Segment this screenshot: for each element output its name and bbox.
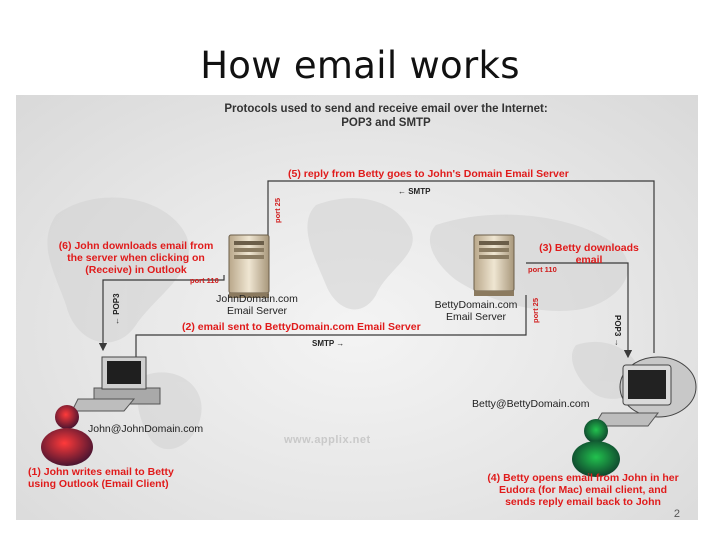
step3-line1: (3) Betty downloads xyxy=(539,242,639,254)
betty-server-name: BettyDomain.com xyxy=(434,299,518,311)
step2-label: (2) email sent to BettyDomain.com Email … xyxy=(182,321,421,333)
port110-left-label: port 110 xyxy=(190,276,219,285)
smtp-top-label: ← SMTP xyxy=(398,187,431,196)
john-person-icon xyxy=(41,405,93,466)
diagram-graphics xyxy=(41,180,697,477)
step3-line2: email xyxy=(575,254,603,266)
betty-server-icon xyxy=(473,234,515,296)
port25-right-label: port 25 xyxy=(531,297,540,323)
step6-line2: the server when clicking on xyxy=(67,252,205,264)
step1-line1: (1) John writes email to Betty xyxy=(28,466,174,478)
step5-label: (5) reply from Betty goes to John's Doma… xyxy=(288,168,569,180)
john-server-name: JohnDomain.com xyxy=(216,293,298,305)
betty-email-address: Betty@BettyDomain.com xyxy=(472,398,590,410)
john-computer-icon xyxy=(71,356,161,412)
step6-line1: (6) John downloads email from xyxy=(58,240,214,252)
pop3-left-label: ← POP3 xyxy=(112,293,121,325)
connection-lines xyxy=(98,180,655,360)
john-server-icon xyxy=(228,234,270,298)
port25-top-label: port 25 xyxy=(273,197,282,223)
slide-title: How email works xyxy=(200,44,520,87)
step6-line3: (Receive) in Outlook xyxy=(85,264,187,276)
step4-line1: (4) Betty opens email from John in her xyxy=(487,472,679,484)
step4-line2: Eudora (for Mac) email client, and xyxy=(498,484,668,496)
port110-right-label: port 110 xyxy=(528,265,557,274)
page-number: 2 xyxy=(673,508,680,520)
watermark: www.applix.net xyxy=(284,434,371,446)
pop3-right-label: POP3 → xyxy=(613,315,622,347)
step4-line3: sends reply email back to John xyxy=(505,496,661,508)
diagram-heading-line1: Protocols used to send and receive email… xyxy=(224,103,548,115)
betty-person-icon xyxy=(572,419,620,477)
betty-server-subtitle: Email Server xyxy=(445,311,507,323)
john-server-subtitle: Email Server xyxy=(226,305,288,317)
john-email-address: John@JohnDomain.com xyxy=(88,423,204,435)
step1-line2: using Outlook (Email Client) xyxy=(28,478,169,490)
diagram-heading-line2: POP3 and SMTP xyxy=(341,117,431,129)
smtp-bottom-label: SMTP → xyxy=(312,339,345,348)
email-flow-diagram: Protocols used to send and receive email… xyxy=(16,95,698,520)
